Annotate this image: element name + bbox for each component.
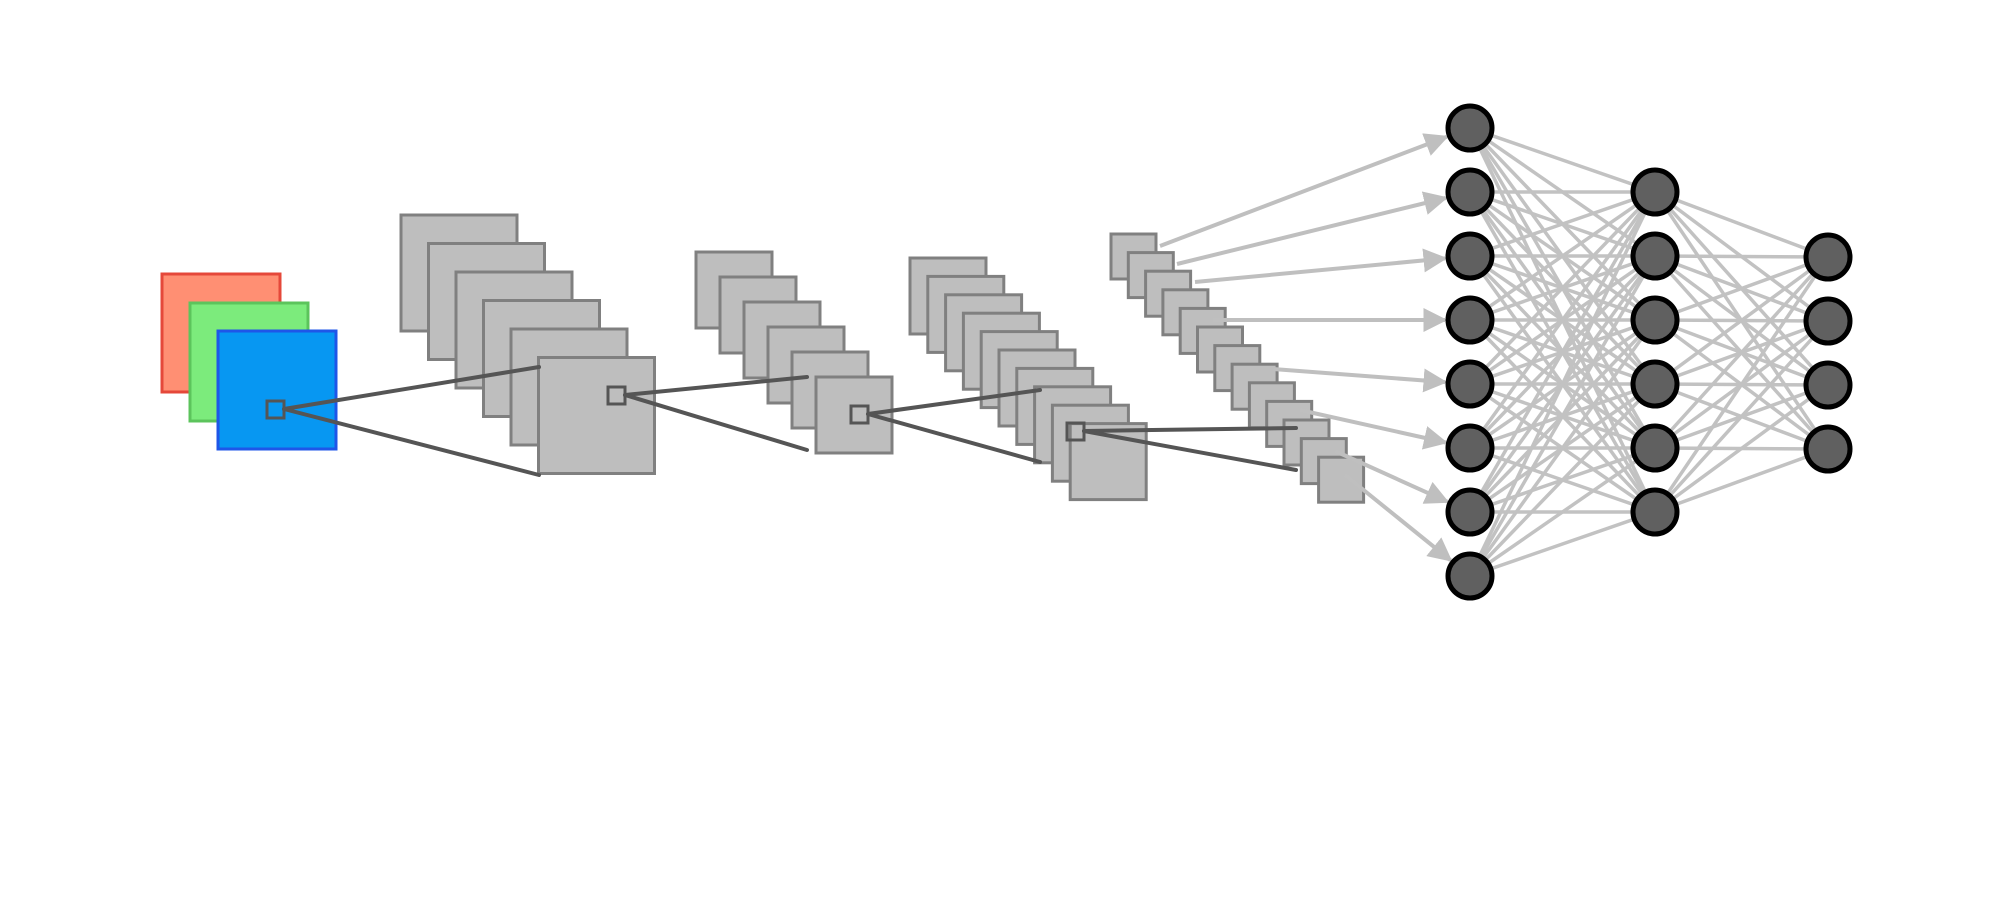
dense-connection bbox=[1468, 318, 1657, 578]
kernel-projection-line bbox=[1082, 426, 1298, 433]
input-channel-blue bbox=[216, 329, 338, 451]
kernel-projection-line bbox=[623, 375, 809, 397]
flatten-arrow bbox=[1334, 449, 1450, 504]
neuron-layer-1 bbox=[1445, 167, 1495, 217]
feature-map bbox=[814, 375, 894, 455]
dense-connection bbox=[1654, 190, 1829, 259]
kernel-projection-line bbox=[623, 393, 809, 452]
dense-connection bbox=[1654, 447, 1829, 514]
neuron-layer-1 bbox=[1445, 295, 1495, 345]
dense-connection bbox=[1653, 255, 1830, 386]
dense-connection bbox=[1468, 190, 1657, 450]
dense-connection bbox=[1654, 254, 1829, 259]
kernel-projection-line bbox=[866, 412, 1042, 464]
flatten-arrow bbox=[1343, 473, 1453, 562]
dense-connection bbox=[1468, 191, 1657, 577]
neuron-layer-2 bbox=[1630, 359, 1680, 409]
neuron-layer-2 bbox=[1630, 487, 1680, 537]
neuron-layer-3 bbox=[1803, 296, 1853, 346]
dense-connection bbox=[1469, 126, 1656, 194]
neuron-layer-1 bbox=[1445, 359, 1495, 409]
flatten-arrow bbox=[1159, 133, 1449, 248]
neuron-layer-2 bbox=[1630, 423, 1680, 473]
dense-connection bbox=[1653, 383, 1830, 514]
neuron-layer-1 bbox=[1445, 423, 1495, 473]
neuron-layer-1 bbox=[1445, 231, 1495, 281]
dense-connection bbox=[1468, 255, 1657, 577]
flatten-arrow bbox=[1299, 408, 1448, 450]
dense-connection bbox=[1469, 446, 1656, 578]
dense-connection bbox=[1654, 255, 1829, 322]
neuron-layer-1 bbox=[1445, 551, 1495, 601]
feature-map bbox=[1317, 455, 1366, 504]
kernel-projection-line bbox=[1082, 429, 1298, 472]
dense-connection bbox=[1469, 190, 1656, 258]
kernel-projection-line bbox=[866, 388, 1042, 416]
neuron-layer-3 bbox=[1803, 424, 1853, 474]
flatten-arrow bbox=[1176, 191, 1449, 266]
dense-connection bbox=[1468, 190, 1657, 386]
dense-connection bbox=[1653, 255, 1830, 450]
feature-map bbox=[537, 356, 656, 475]
neuron-layer-1 bbox=[1445, 487, 1495, 537]
dense-connection bbox=[1468, 191, 1657, 513]
neuron-layer-3 bbox=[1803, 232, 1853, 282]
kernel-projection-line bbox=[282, 407, 541, 477]
dense-connection bbox=[1469, 510, 1656, 578]
neuron-layer-2 bbox=[1630, 167, 1680, 217]
dense-connection bbox=[1653, 256, 1830, 513]
flatten-arrow bbox=[1272, 367, 1448, 393]
neuron-layer-1 bbox=[1445, 103, 1495, 153]
kernel-projection-line bbox=[282, 365, 541, 411]
dense-connection bbox=[1469, 190, 1656, 322]
neuron-layer-3 bbox=[1803, 360, 1853, 410]
neuron-layer-2 bbox=[1630, 231, 1680, 281]
dense-connection bbox=[1468, 382, 1657, 578]
flatten-arrow bbox=[1194, 248, 1448, 284]
neuron-layer-2 bbox=[1630, 295, 1680, 345]
dense-connection bbox=[1653, 319, 1830, 514]
